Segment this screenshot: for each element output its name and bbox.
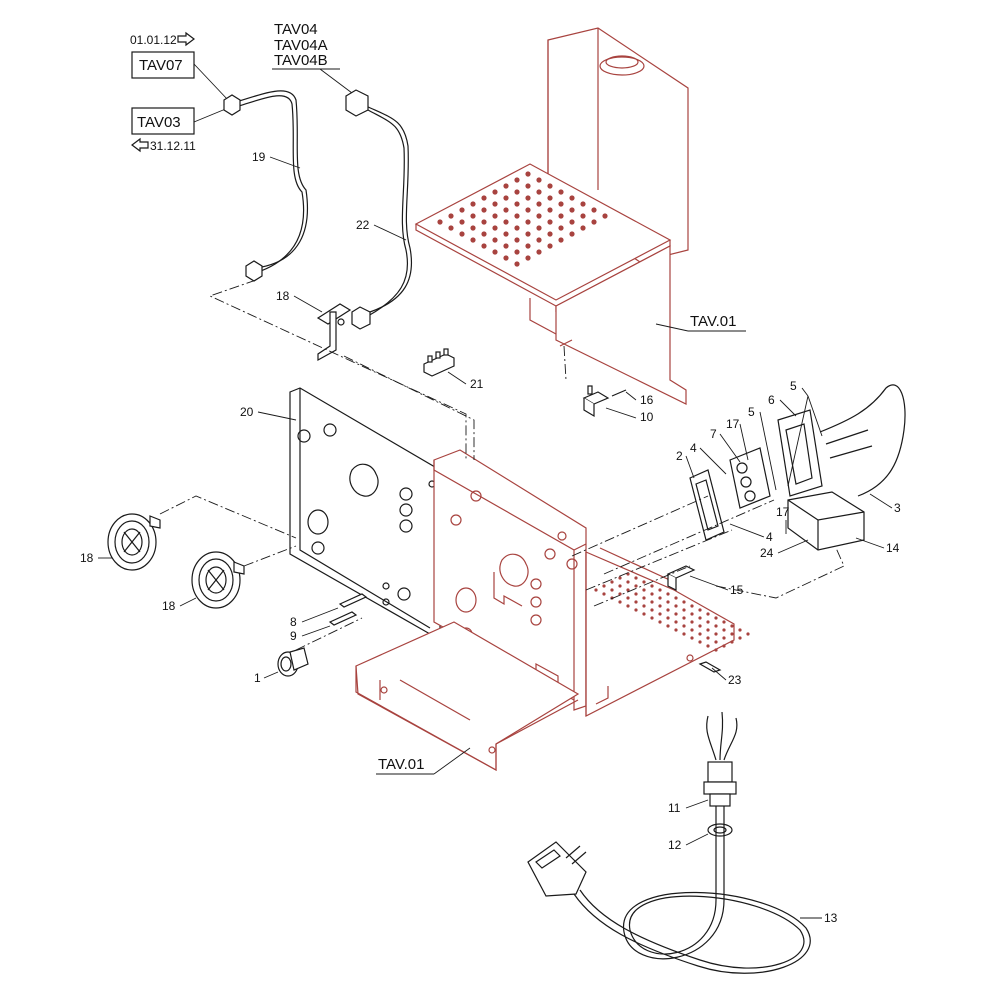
- pins-8-9: 8 9: [290, 593, 368, 643]
- power-cord-13: [579, 806, 805, 969]
- terminal-block-21: 21: [423, 348, 484, 391]
- bracket-18: 18: [276, 289, 352, 362]
- power-cord-assembly: 11 12 13: [527, 711, 838, 974]
- part-label-21: 21: [470, 377, 484, 391]
- top-frame-tav01: TAV.01: [414, 27, 746, 405]
- front-panel-20: 20: [240, 387, 441, 635]
- part-label-13: 13: [824, 911, 838, 925]
- pressure-gauge-2: 18: [162, 551, 245, 613]
- part-label-20: 20: [240, 405, 254, 419]
- ref-tav03-label: TAV03: [137, 114, 181, 131]
- electrical-group: 2 4 7 17 5 6 5 4 17 24 14 3: [676, 379, 906, 560]
- transformer-14: [787, 491, 865, 551]
- part-label-17-top: 17: [726, 417, 740, 431]
- assembly-guide-lines: [159, 279, 845, 651]
- date-from-label: 01.01.12: [130, 33, 177, 47]
- schuko-plug: [527, 841, 587, 897]
- ref-box-tav07: [131, 51, 195, 79]
- assembly-label-top: TAV.01: [690, 313, 736, 330]
- cable-gland-11: [707, 761, 733, 783]
- hose-22: [365, 105, 413, 313]
- hose-19: [235, 90, 309, 269]
- cable-3: [819, 384, 906, 497]
- pressure-gauge-1: 18: [80, 513, 161, 571]
- arrow-left-icon: [131, 137, 149, 153]
- part-label-5-left: 5: [748, 405, 755, 419]
- part-label-6: 6: [768, 393, 775, 407]
- part-label-17-bottom: 17: [776, 505, 790, 519]
- base-holes: [594, 572, 750, 652]
- part-label-4-top: 4: [690, 441, 697, 455]
- part-label-7: 7: [710, 427, 717, 441]
- hose-assembly: 19 22: [223, 89, 413, 330]
- part-label-10: 10: [640, 410, 654, 424]
- ref-box-tav03: [131, 107, 195, 135]
- part-label-2: 2: [676, 449, 683, 463]
- part-label-22: 22: [356, 218, 370, 232]
- gasket-2: [689, 469, 725, 541]
- switch-knob-1: 1: [254, 647, 309, 685]
- reference-block: 01.01.12 TAV07 TAV03 31.12.11 TAV04 TAV0…: [130, 21, 357, 153]
- arrow-right-icon: [177, 31, 195, 47]
- ref-tav04b-label: TAV04B: [274, 52, 328, 69]
- part-label-4-bottom: 4: [766, 530, 773, 544]
- assembly-label-bottom: TAV.01: [378, 756, 424, 773]
- part-label-18-bottom: 18: [162, 599, 176, 613]
- switch-10: 16 10: [582, 385, 654, 424]
- part-label-12: 12: [668, 838, 682, 852]
- part-label-3: 3: [894, 501, 901, 515]
- screw-23: 23: [698, 661, 742, 687]
- hose-nut-bottom-left: [245, 260, 263, 282]
- part-label-8: 8: [290, 615, 297, 629]
- body-frame-tav01: TAV.01: [355, 449, 750, 775]
- part-label-14: 14: [886, 541, 900, 555]
- part-label-18-left: 18: [80, 551, 94, 565]
- part-label-19: 19: [252, 150, 266, 164]
- part-label-16: 16: [640, 393, 654, 407]
- hose-nut-bottom-right: [351, 306, 371, 330]
- ref-tav07-label: TAV07: [139, 57, 183, 74]
- part-label-11: 11: [668, 801, 681, 815]
- part-label-24: 24: [760, 546, 774, 560]
- hose-nut-top-left: [223, 94, 241, 116]
- part-label-23: 23: [728, 673, 742, 687]
- hose-nut-top-right: [345, 89, 369, 117]
- part-label-1: 1: [254, 671, 261, 685]
- part-label-9: 9: [290, 629, 297, 643]
- part-label-5-right: 5: [790, 379, 797, 393]
- date-to-label: 31.12.11: [150, 139, 196, 153]
- tray-holes: [437, 171, 608, 267]
- ref-tav04a-label: TAV04A: [274, 37, 328, 54]
- ref-tav04-label: TAV04: [274, 21, 318, 38]
- part-label-18-top: 18: [276, 289, 290, 303]
- lock-nut-12: [707, 823, 733, 837]
